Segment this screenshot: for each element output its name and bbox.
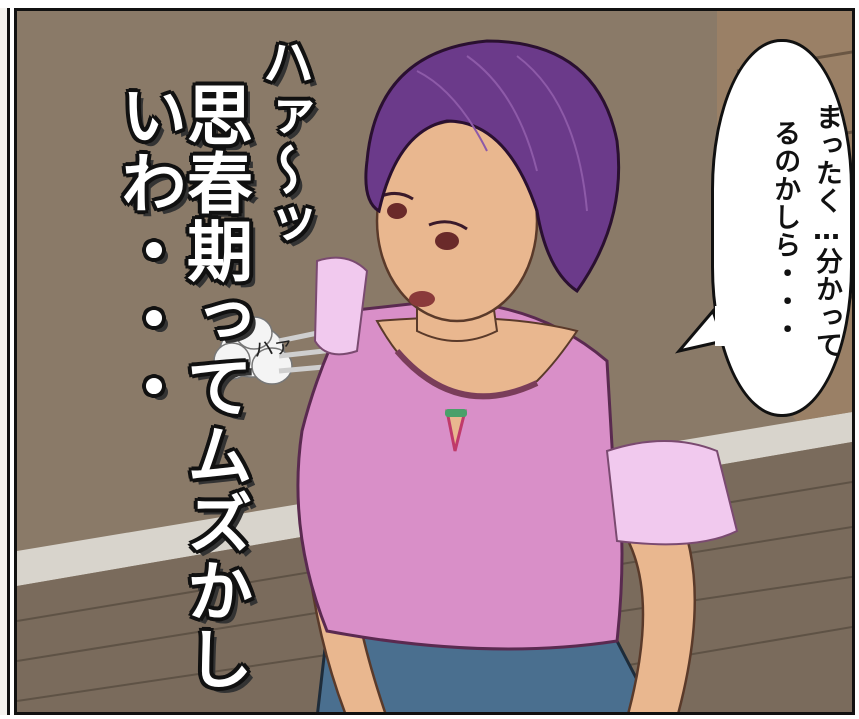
puberty-sound-effect-text: 思春期ってムズかしいわ・・・ (110, 81, 253, 693)
comic-panel: ハァ〜ッ 思春期ってムズかしいわ・・・ ハァ まったく…分かって るのかしら・・… (14, 8, 855, 715)
left-eye (387, 203, 407, 219)
speech-balloon-text: まったく…分かって るのかしら・・・ (717, 71, 847, 391)
previous-panel-edge (0, 8, 10, 715)
speech-balloon (711, 39, 852, 417)
woman-figure (296, 39, 739, 712)
hair (364, 39, 621, 294)
right-eye (435, 232, 459, 250)
balloon-line-1: まったく…分かって (811, 103, 842, 359)
left-sleeve-ruffle (313, 256, 369, 356)
balloon-line-2: るのかしら・・・ (769, 119, 801, 343)
sigh-sound-effect: ハァ〜ッ (253, 35, 313, 251)
right-sleeve-ruffle (605, 440, 739, 546)
mouth (409, 291, 435, 307)
